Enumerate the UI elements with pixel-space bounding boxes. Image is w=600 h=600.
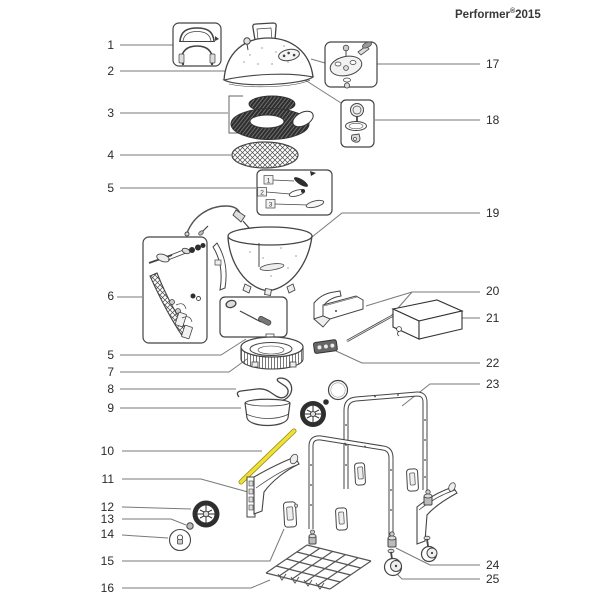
part-22-bracket [313,339,338,354]
callout-24: 24 [486,558,500,572]
callout-21: 21 [486,311,500,325]
bowl-speckles [249,247,297,277]
part-1-lid-handle-inset [172,22,222,67]
callout-22: 22 [486,356,500,370]
callout-23: 23 [486,377,500,391]
registered-mark: ® [509,8,516,15]
part-25-caster [383,548,403,577]
callout-5a: 5 [107,181,114,195]
callout-5b: 5 [107,348,114,362]
callout-11: 11 [101,472,114,486]
inset-tag-3: 3 [269,201,273,208]
callout-10: 10 [100,444,114,458]
callout-20: 20 [486,284,500,298]
inset-tag-1: 1 [267,177,271,184]
part-5-tool-inset [219,296,288,338]
part-5-damper-blade-inset: 1 2 3 [256,169,333,216]
lid-speckles [243,45,289,65]
part-16-wire-rack [265,544,372,590]
part-23-cart-frame [283,391,458,545]
callout-15: 15 [100,554,114,568]
lid-damper [278,48,300,62]
part-8-vane-handle-wire [236,377,293,405]
callout-14: 14 [100,527,114,541]
part-20-table-bracket [313,290,393,343]
callout-1: 1 [107,38,114,52]
callout-16: 16 [100,581,114,595]
frame-holes [310,394,426,511]
hub-dot [323,399,329,405]
part-24-leg-insert [423,489,433,506]
callout-12: 12 [100,500,114,514]
callout-7: 7 [107,365,114,379]
inset-tag-2: 2 [260,189,264,196]
callout-18: 18 [486,113,500,127]
part-12-wheel [192,500,220,528]
part-10-yellow-rod [238,428,297,485]
part-7-one-touch-ring [240,333,304,370]
spare-wheel [300,401,326,427]
callout-8: 8 [107,382,114,396]
callout-2: 2 [107,64,114,78]
part-17-damper-assembly-inset [324,41,378,89]
part-2-lid [222,22,315,88]
part-25-caster [420,535,438,563]
callout-4: 4 [107,148,114,162]
part-6-leg-hardware-inset [142,205,251,344]
part-14-wheel-cover [168,528,192,552]
callout-13: 13 [100,512,114,526]
part-11-support-panel [246,453,300,518]
part-19-bowl [227,226,313,296]
callout-19: 19 [486,206,500,220]
frame-clip [406,468,419,492]
gas-nozzle [232,209,246,223]
frame-clip [354,462,366,486]
part-24-leg-insert [387,531,397,548]
trim-ring [327,379,349,401]
title-year: 2015 [515,8,541,21]
callout-3: 3 [107,106,114,120]
thermometer-knob [243,37,251,45]
leader-lines [117,43,480,589]
lid-top-handle [252,22,277,41]
part-24-leg-insert [308,529,317,545]
frame-clip [283,501,298,528]
leg-brace [212,242,227,291]
side-panel [416,482,458,545]
diagram-title: Performer®2015 [455,8,541,21]
callout-9: 9 [107,401,114,415]
callout-17: 17 [486,57,500,71]
part-4-charcoal-grate [231,141,299,169]
part-13-axle-cap [186,522,194,530]
part-9-ash-catcher [244,398,291,427]
callout-6: 6 [107,289,114,303]
part-21-charbin-box [391,299,464,340]
callout-25: 25 [486,572,500,586]
part-3-cooking-grate [228,95,314,140]
title-brand: Performer [455,8,510,21]
frame-clip [335,507,348,531]
gas-tube [186,205,241,234]
part-18-thermometer-inset [340,99,375,148]
